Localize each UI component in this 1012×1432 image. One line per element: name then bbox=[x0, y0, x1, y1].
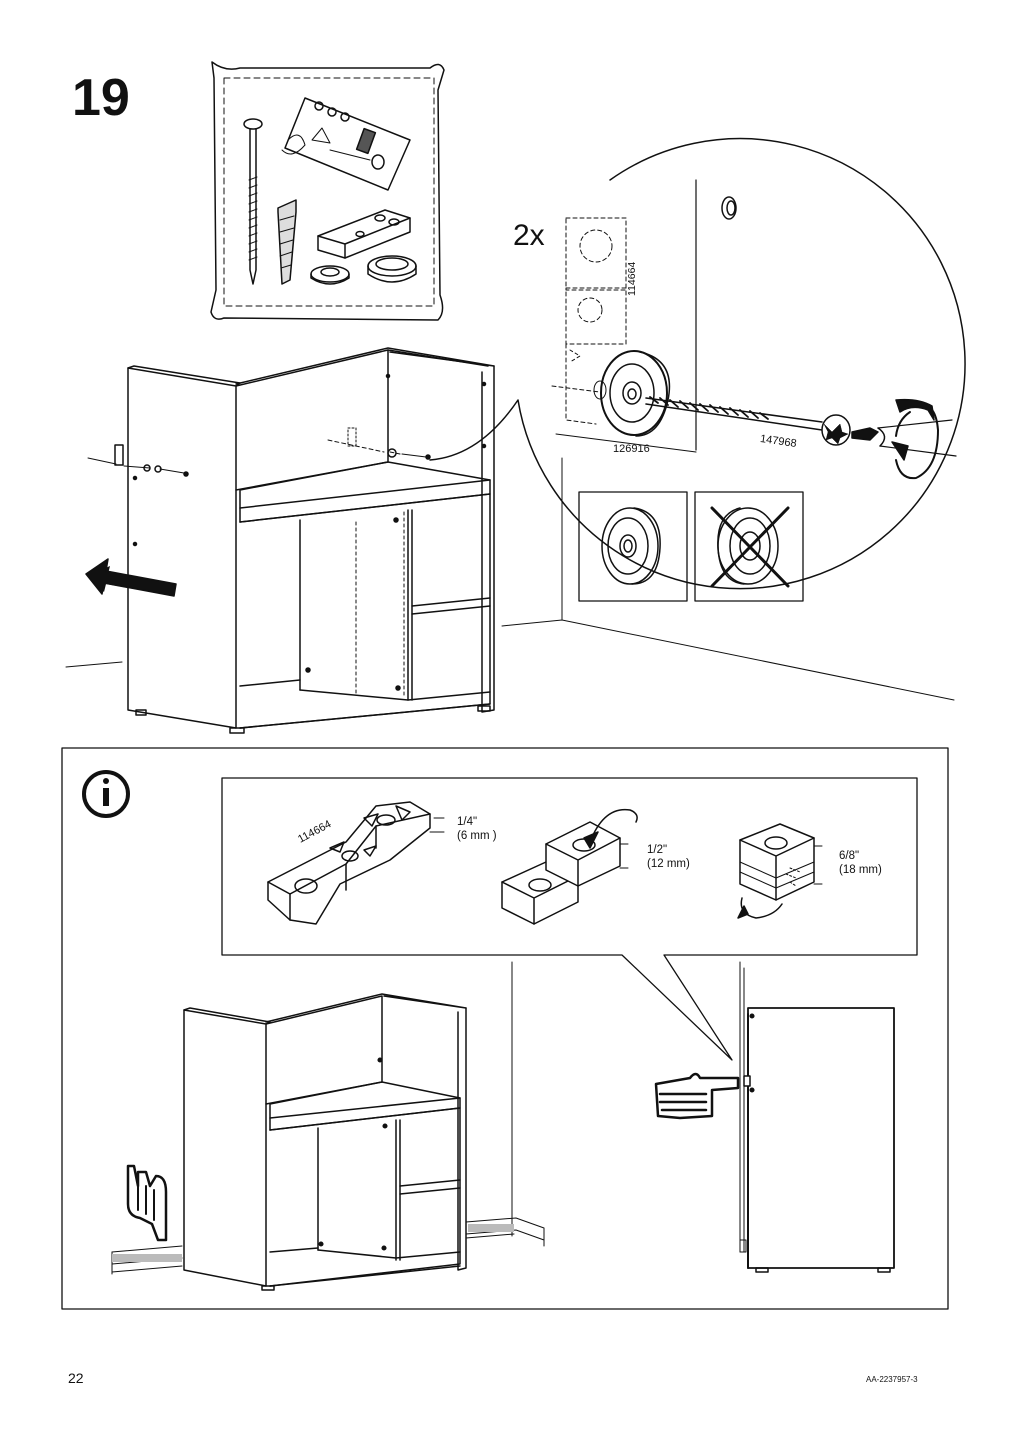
document-code: AA-2237957-3 bbox=[866, 1375, 918, 1384]
hand-point-icon bbox=[654, 1072, 740, 1120]
page-number: 22 bbox=[68, 1370, 84, 1386]
wall-plug-icon bbox=[277, 199, 297, 285]
measurement-3-mm: (18 mm) bbox=[839, 864, 882, 877]
bracket-stack-2 bbox=[501, 808, 638, 925]
cabinet-info bbox=[111, 961, 545, 1291]
bracket-icon bbox=[317, 209, 411, 259]
part-number-washer: 126916 bbox=[613, 443, 650, 455]
bracket-stack-1 bbox=[267, 801, 445, 925]
leaflet-icon bbox=[281, 97, 411, 191]
info-panel-frame bbox=[61, 747, 949, 1310]
measurement-1-mm: (6 mm ) bbox=[457, 830, 497, 843]
part-number-bracket: 114664 bbox=[626, 261, 638, 296]
detail-zoom bbox=[429, 137, 966, 701]
measurement-3-inch: 6/8" bbox=[839, 850, 860, 862]
washer-incorrect-icon bbox=[694, 491, 804, 602]
rotate-arrow-icon bbox=[891, 398, 939, 480]
cover-cap-icon bbox=[367, 255, 417, 283]
washer-icon bbox=[310, 265, 350, 285]
measurement-2: 1/2" (12 mm) bbox=[647, 843, 690, 872]
measurement-1-inch: 1/4" bbox=[457, 816, 478, 828]
quantity-label: 2x bbox=[513, 219, 545, 252]
info-icon bbox=[82, 770, 130, 818]
step-number: 19 bbox=[72, 69, 130, 127]
washer-correct-icon bbox=[578, 491, 688, 602]
cabinet-side-view bbox=[739, 961, 895, 1273]
arrow-left-icon bbox=[85, 558, 177, 597]
bracket-stack-3 bbox=[737, 823, 823, 919]
cabinet-main bbox=[65, 347, 495, 734]
measurement-1: 1/4" (6 mm ) bbox=[457, 815, 497, 844]
measurement-2-inch: 1/2" bbox=[647, 844, 668, 856]
measurement-3: 6/8" (18 mm) bbox=[839, 849, 882, 878]
screw-icon bbox=[243, 118, 263, 285]
hand-push-icon bbox=[126, 1164, 168, 1242]
hardware-bag bbox=[210, 61, 445, 321]
measurement-2-mm: (12 mm) bbox=[647, 858, 690, 871]
